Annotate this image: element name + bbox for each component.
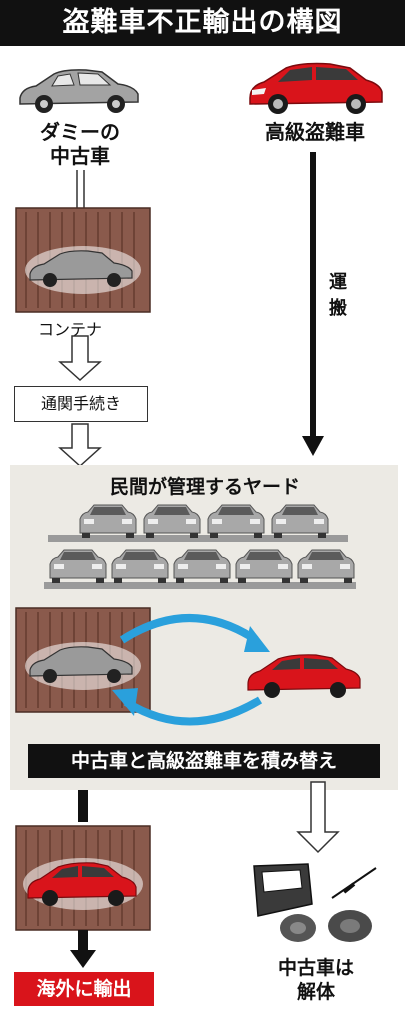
dismantled-parts-icon [253,863,377,942]
hollow-arrow-3-icon [296,781,340,854]
gray-sedan-icon [19,69,139,113]
red-suv-icon [249,62,383,114]
export-overseas-label: 海外に輸出 [14,972,154,1006]
red-suv-yard-icon [247,654,361,698]
hollow-arrow-1-icon [58,335,102,382]
yard-label: 民間が管理するヤード [109,476,300,498]
shipping-container-1 [15,207,151,313]
page-title: 盗難車不正輸出の構図 [0,0,405,46]
dummy-used-car-label: ダミーの 中古車 [10,120,150,168]
transport-label-line2: 搬 [329,298,347,319]
transport-label-line1: 運 [329,272,347,293]
dismantle-label-line1: 中古車は [277,957,354,979]
stolen-luxury-car-label: 高級盗難車 [265,120,365,144]
dummy-used-car-label-line1: ダミーの [40,120,120,144]
dummy-used-car-label-line2: 中古車 [50,144,110,168]
swap-banner: 中古車と高級盗難車を積み替え [28,744,380,778]
transport-label: 運 搬 [326,270,350,322]
shipping-container-3 [15,825,151,931]
dismantle-label: 中古車は 解体 [266,956,366,1004]
hollow-arrow-2-icon [58,423,102,468]
container-label: コンテナ [38,320,103,339]
dismantle-label-line2: 解体 [296,981,335,1003]
customs-procedure-box: 通関手続き [14,386,148,422]
